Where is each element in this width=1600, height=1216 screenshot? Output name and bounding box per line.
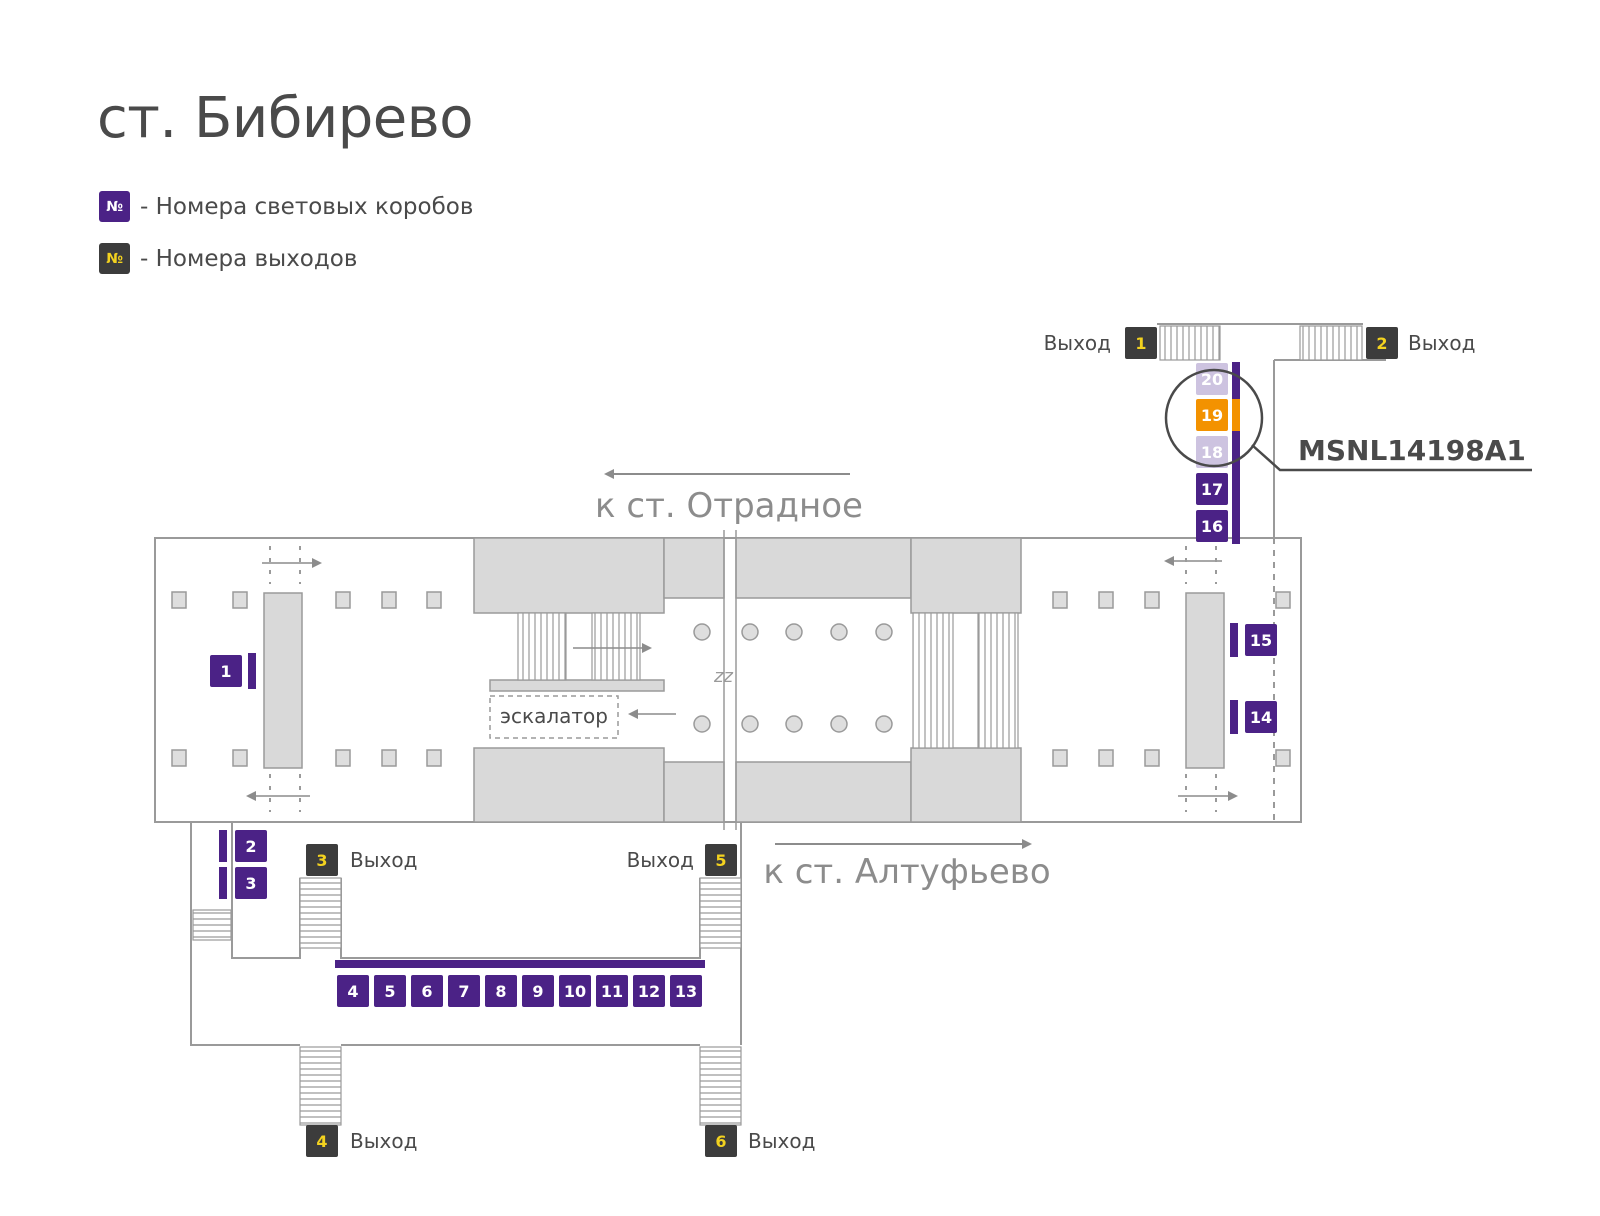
light-box-strip-north xyxy=(1232,362,1240,544)
svg-text:2: 2 xyxy=(245,837,256,856)
svg-text:16: 16 xyxy=(1201,517,1223,536)
light-box-18[interactable]: 18 xyxy=(1196,436,1228,468)
legend-text-light-boxes: - Номера световых коробов xyxy=(140,193,474,220)
svg-text:15: 15 xyxy=(1250,631,1272,650)
svg-text:14: 14 xyxy=(1250,708,1272,727)
light-box-14[interactable]: 14 xyxy=(1230,700,1277,734)
south-stairs xyxy=(192,877,742,1126)
legend-chip-light-box: № xyxy=(99,191,130,222)
exit-2[interactable]: 2 xyxy=(1366,327,1398,359)
svg-text:2: 2 xyxy=(1376,334,1387,353)
svg-text:1: 1 xyxy=(1135,334,1146,353)
exit-2-label: Выход xyxy=(1408,331,1475,355)
exit-labels: Выход Выход Выход Выход Выход Выход xyxy=(350,331,1475,1153)
exit-4-label: Выход xyxy=(350,1129,417,1153)
platform-hall xyxy=(154,537,1302,823)
exit-1-label: Выход xyxy=(1044,331,1111,355)
direction-label-bottom: к ст. Алтуфьево xyxy=(763,852,1050,892)
svg-text:3: 3 xyxy=(245,874,256,893)
page-title: ст. Бибирево xyxy=(97,86,474,151)
light-box-11[interactable]: 11 xyxy=(596,975,628,1007)
legend-text-exits: - Номера выходов xyxy=(140,245,358,272)
svg-text:5: 5 xyxy=(715,851,726,870)
light-box-6[interactable]: 6 xyxy=(411,975,443,1007)
exits: 1 2 3 4 5 6 xyxy=(306,327,1398,1157)
exit-4[interactable]: 4 xyxy=(306,1125,338,1157)
svg-text:11: 11 xyxy=(601,982,623,1001)
exit-6[interactable]: 6 xyxy=(705,1125,737,1157)
svg-text:4: 4 xyxy=(347,982,358,1001)
exit-5[interactable]: 5 xyxy=(705,844,737,876)
light-box-8[interactable]: 8 xyxy=(485,975,517,1007)
light-box-13[interactable]: 13 xyxy=(670,975,702,1007)
light-box-12[interactable]: 12 xyxy=(633,975,665,1007)
light-box-19[interactable]: 19 xyxy=(1196,399,1240,431)
svg-text:9: 9 xyxy=(532,982,543,1001)
svg-text:17: 17 xyxy=(1201,480,1223,499)
svg-text:8: 8 xyxy=(495,982,506,1001)
svg-text:6: 6 xyxy=(421,982,432,1001)
svg-text:6: 6 xyxy=(715,1132,726,1151)
svg-text:20: 20 xyxy=(1201,370,1223,389)
exit-3-label: Выход xyxy=(350,848,417,872)
svg-text:12: 12 xyxy=(638,982,660,1001)
light-box-10[interactable]: 10 xyxy=(559,975,591,1007)
light-box-9[interactable]: 9 xyxy=(522,975,554,1007)
exit-5-label: Выход xyxy=(627,848,694,872)
svg-text:19: 19 xyxy=(1201,406,1223,425)
light-box-15[interactable]: 15 xyxy=(1230,623,1277,657)
svg-text:7: 7 xyxy=(458,982,469,1001)
escalator-label-box xyxy=(489,695,619,739)
columns xyxy=(171,591,1291,767)
light-box-1[interactable]: 1 xyxy=(210,653,256,689)
light-box-17[interactable]: 17 xyxy=(1196,473,1228,505)
svg-text:13: 13 xyxy=(675,982,697,1001)
light-box-strip-bottom xyxy=(335,960,705,968)
flow-arrows xyxy=(246,469,1238,849)
svg-text:zz: zz xyxy=(713,666,733,687)
central-divider: zz xyxy=(713,530,737,830)
svg-text:10: 10 xyxy=(564,982,586,1001)
highlight-callout xyxy=(1164,368,1532,472)
light-box-16[interactable]: 16 xyxy=(1196,510,1228,542)
exit-1[interactable]: 1 xyxy=(1125,327,1157,359)
north-stairs xyxy=(1159,325,1363,361)
svg-text:4: 4 xyxy=(316,1132,327,1151)
light-box-3[interactable]: 3 xyxy=(219,867,267,899)
svg-text:18: 18 xyxy=(1201,443,1223,462)
escalator-label: эскалатор xyxy=(500,704,608,728)
light-box-7[interactable]: 7 xyxy=(448,975,480,1007)
exit-3[interactable]: 3 xyxy=(306,844,338,876)
light-box-2[interactable]: 2 xyxy=(219,830,267,862)
light-box-4[interactable]: 4 xyxy=(337,975,369,1007)
wall-blocks xyxy=(263,537,1225,823)
legend-item-exits: № - Номера выходов xyxy=(99,243,357,274)
svg-text:5: 5 xyxy=(384,982,395,1001)
exit-6-label: Выход xyxy=(748,1129,815,1153)
callout-label: MSNL14198A1 xyxy=(1298,434,1526,467)
light-box-5[interactable]: 5 xyxy=(374,975,406,1007)
legend-chip-exit: № xyxy=(99,243,130,274)
light-box-20[interactable]: 20 xyxy=(1196,363,1228,395)
svg-text:3: 3 xyxy=(316,851,327,870)
direction-label-top: к ст. Отрадное xyxy=(595,486,863,526)
legend-item-light-boxes: № - Номера световых коробов xyxy=(99,191,473,222)
light-boxes: 1 2 3 4 5 6 7 8 9 10 11 12 13 15 xyxy=(210,362,1277,1007)
escalator-stairs xyxy=(517,612,1019,749)
svg-text:1: 1 xyxy=(220,662,231,681)
